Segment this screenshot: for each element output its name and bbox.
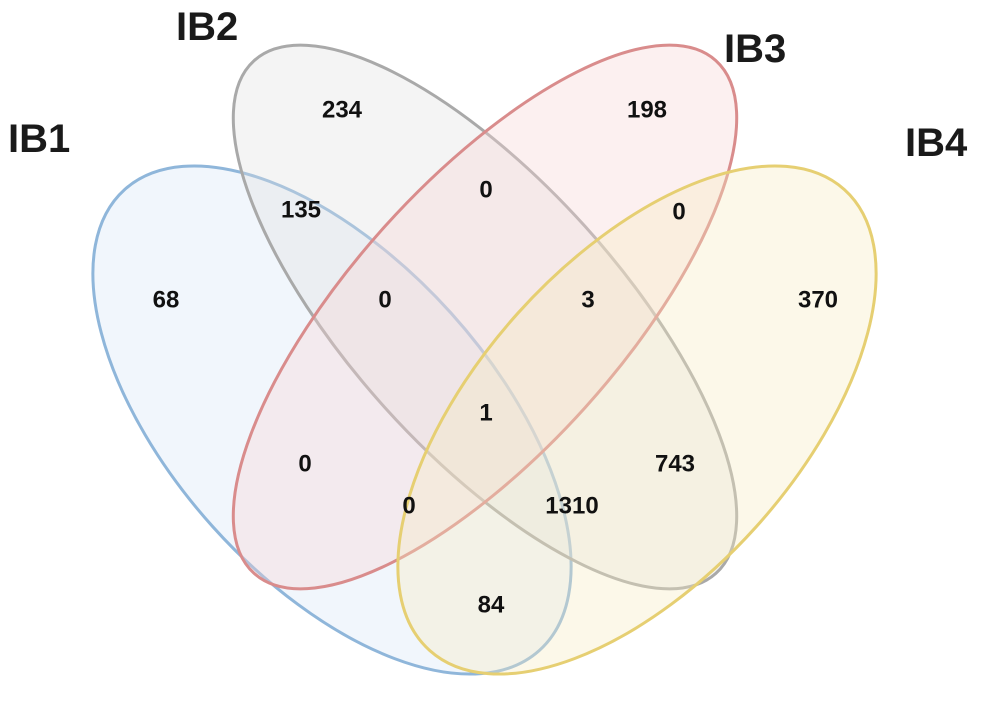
ellipse-ib2 — [231, 43, 739, 591]
count-ib3-only: 198 — [627, 97, 667, 124]
count-ib2-only: 234 — [322, 97, 363, 124]
count-ib1-ib4: 84 — [478, 592, 505, 619]
count-ib1-ib2: 135 — [281, 197, 321, 224]
ellipse-ib3 — [231, 43, 739, 591]
count-ib1-ib3-ib4: 0 — [402, 493, 415, 520]
count-ib1-only: 68 — [153, 287, 180, 314]
label-ib3: IB3 — [724, 27, 786, 71]
count-all-four: 1 — [479, 400, 492, 427]
count-ib4-only: 370 — [798, 287, 838, 314]
count-ib2-ib3-ib4: 3 — [581, 287, 594, 314]
count-ib1-ib2-ib4: 1310 — [545, 493, 598, 520]
count-ib1-ib3: 0 — [298, 451, 311, 478]
count-ib2-ib4: 743 — [655, 451, 695, 478]
ellipse-ib1 — [91, 164, 573, 676]
count-ib2-ib3: 0 — [479, 177, 492, 204]
count-ib3-ib4: 0 — [672, 199, 685, 226]
label-ib1: IB1 — [8, 117, 70, 161]
label-ib4: IB4 — [905, 121, 968, 165]
label-ib2: IB2 — [176, 5, 238, 49]
ellipse-ib4 — [396, 164, 878, 676]
count-ib1-ib2-ib3: 0 — [378, 287, 391, 314]
